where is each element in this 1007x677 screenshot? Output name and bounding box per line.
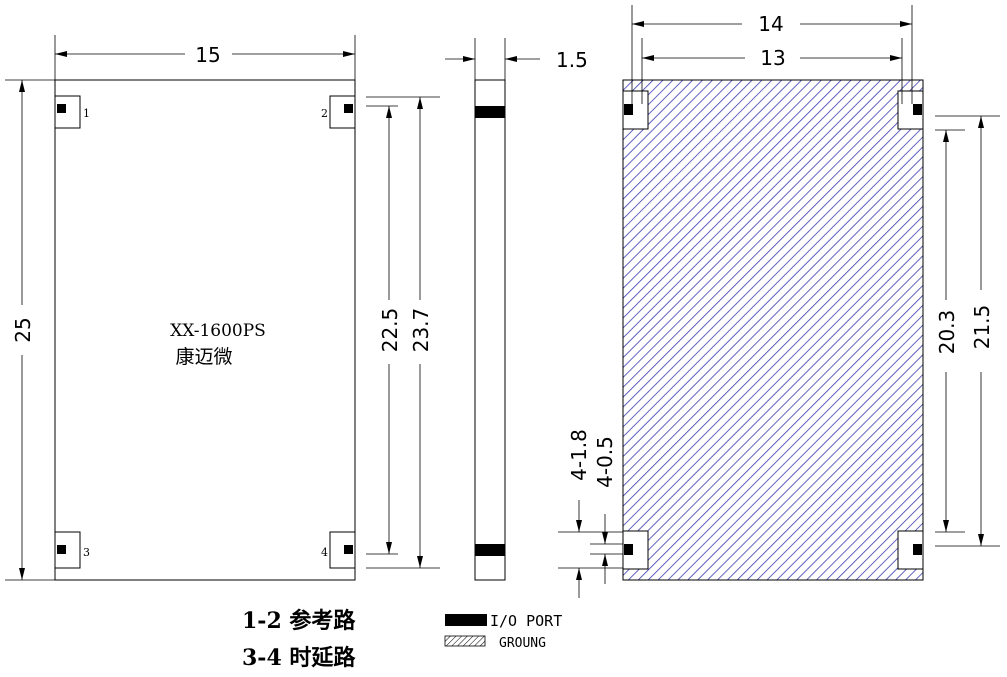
legend-io-label: I/O PORT (490, 612, 562, 630)
back-width-outer-dim: 14 (758, 12, 783, 36)
dim-22-5: 22.5 (378, 308, 402, 353)
port-label-2: 2 (321, 107, 328, 120)
side-io-port-top (475, 106, 505, 118)
notes: 1-2 参考路 3-4 时延路 (242, 608, 356, 671)
back-pad-bottom-right (897, 530, 924, 570)
pad-2: 2 (321, 95, 356, 129)
side-view: 1.5 (445, 38, 588, 581)
pad-3: 3 (54, 531, 90, 569)
note-line-1: 1-2 参考路 (242, 608, 356, 634)
pad-size-dim-1: 4-1.8 (567, 429, 591, 481)
legend: I/O PORT GROUNG (444, 612, 562, 651)
ground-plane (622, 79, 924, 581)
back-width-inner-dim: 13 (760, 46, 785, 70)
back-pad-top-left (622, 90, 649, 130)
pad-1: 1 (54, 95, 90, 129)
dim-21-5: 21.5 (970, 305, 994, 350)
front-view: 15 25 1 2 3 4 XX-1600PS 康迈微 (5, 35, 440, 581)
side-outline (474, 79, 506, 581)
port-label-3: 3 (83, 546, 90, 559)
legend-io-swatch (445, 614, 487, 626)
legend-ground-label: GROUNG (499, 636, 546, 651)
pad-size-dim-2: 4-0.5 (593, 436, 617, 488)
port-label-4: 4 (321, 546, 328, 559)
model-text: XX-1600PS (170, 321, 266, 341)
legend-ground-swatch (444, 635, 486, 647)
back-view: 14 13 20.3 21.5 4-1.8 4-0.5 (558, 5, 1000, 598)
pad-4: 4 (321, 531, 356, 569)
brand-text: 康迈微 (175, 346, 232, 368)
front-outline (54, 79, 356, 581)
side-io-port-bottom (475, 544, 505, 556)
thickness-dim: 1.5 (556, 48, 588, 72)
front-width-dim: 15 (195, 43, 220, 67)
port-label-1: 1 (83, 107, 90, 120)
front-height-dim: 25 (11, 317, 35, 342)
back-pad-bottom-left (622, 530, 649, 570)
note-line-2: 3-4 时延路 (242, 645, 356, 671)
dim-23-7: 23.7 (409, 308, 433, 353)
dim-20-3: 20.3 (935, 310, 959, 355)
